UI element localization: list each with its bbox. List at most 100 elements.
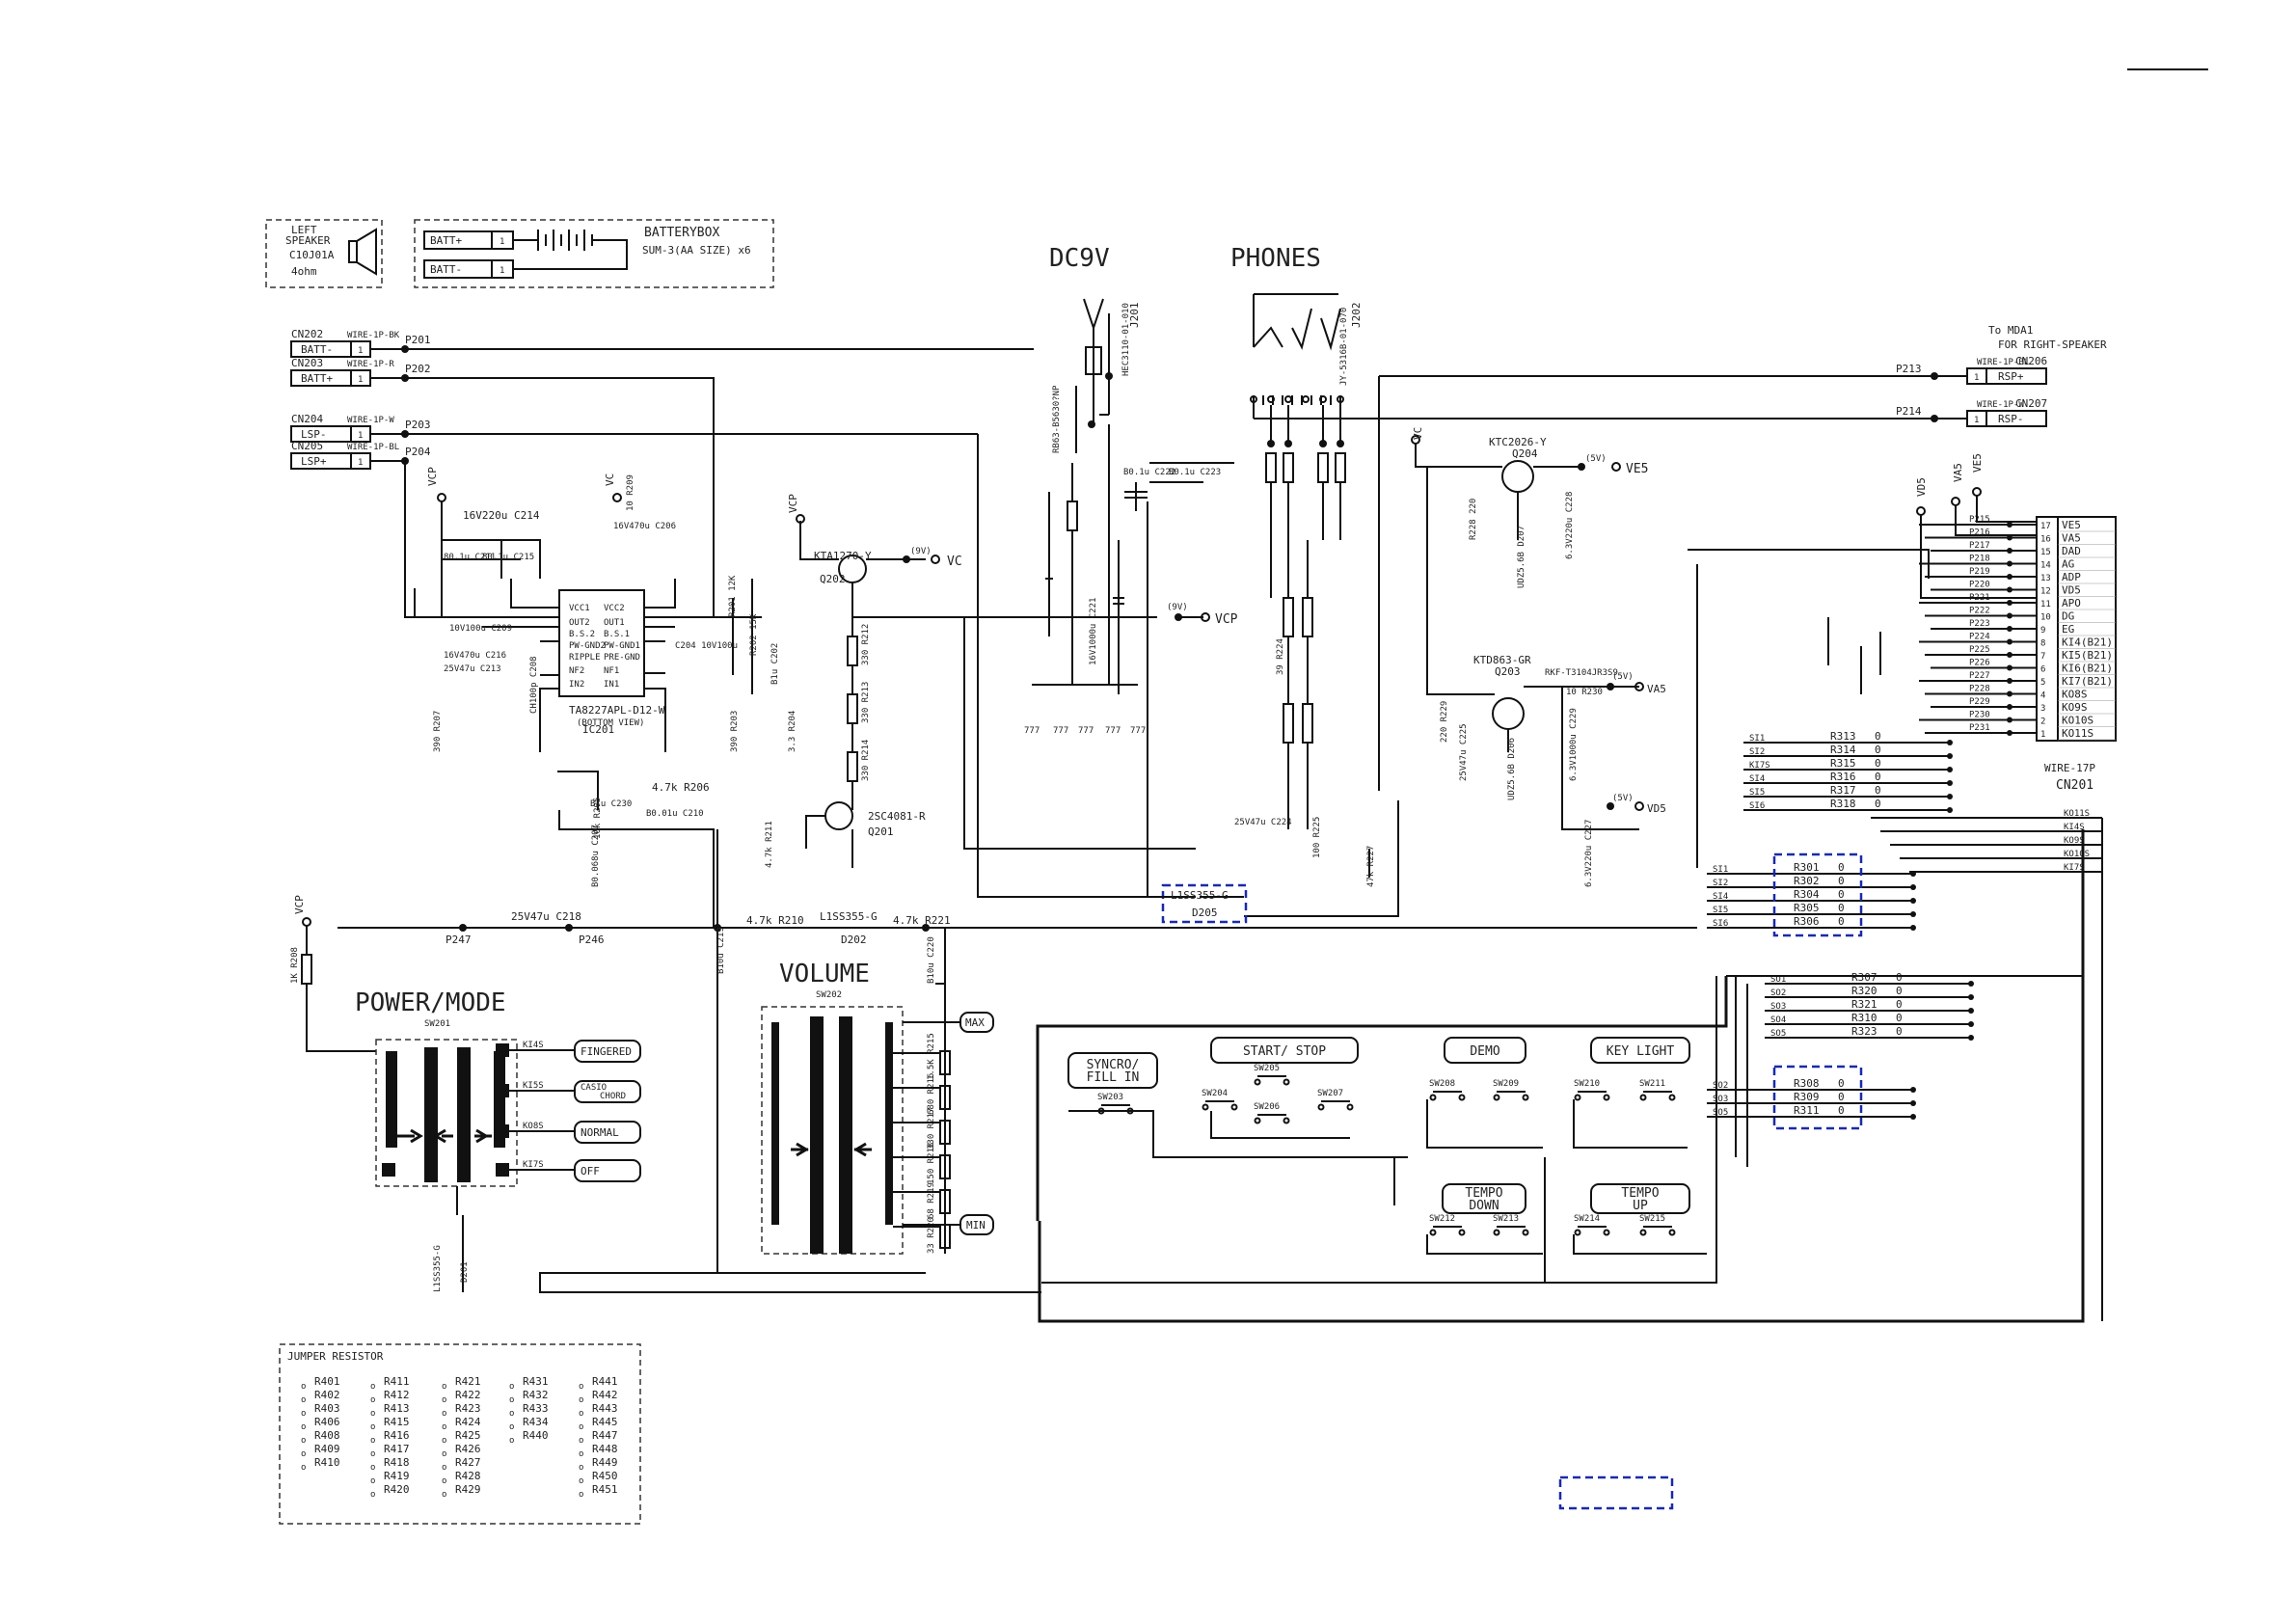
phones-ref: J202	[1350, 303, 1363, 329]
syncro-button[interactable]: SYNCRO/FILL IN	[1067, 1052, 1158, 1089]
cn201-pad: P218	[1969, 555, 1990, 564]
cn201-pin-label: KO10S	[2062, 715, 2093, 727]
svg-text:B.S.1: B.S.1	[604, 630, 630, 639]
power-mode-label: CASIO	[581, 1083, 607, 1093]
ko-label: KO11S	[2064, 809, 2090, 819]
phones-jack-symbol	[1250, 293, 1344, 405]
bank-resistor: R316	[1830, 771, 1856, 783]
jumper-resistor: R448	[592, 1443, 618, 1455]
bank-resistor: R315	[1830, 757, 1856, 770]
power-mode-label: OFF	[581, 1165, 600, 1177]
svg-text:100 R225: 100 R225	[1312, 817, 1322, 858]
jumper-resistor: R451	[592, 1483, 618, 1496]
speaker-line-1: LEFT	[291, 224, 317, 236]
connector-cn207: CN207 WIRE-1P-W 1 RSP- P214	[1254, 397, 2047, 427]
cn201-pad: P224	[1969, 633, 1990, 642]
jumper-resistor-block: JUMPER RESISTOR	[279, 1343, 641, 1525]
bank-resistor: R310	[1851, 1012, 1877, 1024]
svg-text:(5V): (5V)	[1612, 794, 1634, 803]
svg-text:4.7k R221: 4.7k R221	[893, 914, 951, 927]
jumper-symbol: o	[442, 1422, 446, 1432]
jumper-symbol: o	[301, 1436, 306, 1446]
switch-contact	[1574, 1094, 1581, 1101]
jumper-symbol: o	[579, 1436, 583, 1446]
jumper-resistor: R434	[523, 1416, 549, 1428]
svg-text:TEMPO: TEMPO	[1465, 1186, 1502, 1201]
jumper-symbol: o	[370, 1476, 375, 1486]
svg-text:VC: VC	[947, 555, 962, 569]
svg-text:C204 10V100u: C204 10V100u	[675, 641, 738, 651]
switch-label: SW214	[1574, 1214, 1600, 1224]
transistor-q202: KTA1270-Y Q202 VCP (9V) VC	[787, 494, 962, 617]
ko-label: KI7S	[2064, 863, 2085, 873]
cn201-pad-dot	[2007, 678, 2012, 684]
cn201-pad: P220	[1969, 581, 1990, 590]
battery-pin-minus: BATT-	[430, 263, 462, 276]
svg-text:777: 777	[1053, 726, 1068, 736]
svg-text:RB63-B5630?NP: RB63-B5630?NP	[1052, 385, 1062, 453]
volume-min-label: MIN	[959, 1214, 994, 1235]
connector-cn201: WIRE-17P CN201	[2036, 516, 2117, 793]
bank-net-label: SI5	[1713, 906, 1728, 915]
cn201-pad: P230	[1969, 711, 1990, 720]
demo-button[interactable]: DEMO	[1444, 1037, 1526, 1064]
svg-text:4.7k R210: 4.7k R210	[746, 914, 804, 927]
switch-label: SW206	[1254, 1102, 1280, 1112]
cn201-pad: P215	[1969, 515, 1990, 525]
bank-net-label: SI6	[1749, 801, 1765, 811]
bank-resistor-value: 0	[1875, 757, 1881, 770]
svg-text:6.3V220u C228: 6.3V220u C228	[1565, 492, 1575, 559]
jumper-resistor: R401	[314, 1375, 340, 1388]
svg-text:Q203: Q203	[1495, 665, 1521, 678]
bank-net-label: SO2	[1713, 1081, 1728, 1091]
bank-net-label: SI1	[1749, 734, 1765, 744]
jumper-symbol: o	[579, 1476, 583, 1486]
bank-net-label: SO4	[1770, 1015, 1786, 1025]
svg-text:777: 777	[1105, 726, 1121, 736]
key-light-button[interactable]: KEY LIGHT	[1590, 1037, 1690, 1064]
svg-text:777: 777	[1024, 726, 1040, 736]
svg-text:IC201: IC201	[582, 723, 614, 736]
cn201-pin-num: 9	[2040, 626, 2045, 636]
bank-resistor-value: 0	[1896, 1012, 1903, 1024]
svg-text:P213: P213	[1896, 363, 1922, 375]
volume-max-label: MAX	[959, 1012, 994, 1033]
cn201-pad-dot	[2007, 612, 2012, 619]
cn201-pad-dot	[2007, 560, 2012, 567]
switch-contact	[1254, 1078, 1261, 1086]
diode-d201: L1SS355-G D201	[433, 1186, 470, 1292]
bank-net-label: SO5	[1770, 1029, 1786, 1039]
power-mode-block: POWER/MODE SW201	[355, 988, 518, 1187]
bank-resistor: R301	[1794, 861, 1820, 874]
svg-text:10V100u C209: 10V100u C209	[449, 624, 512, 634]
svg-text:LSP-: LSP-	[301, 428, 327, 441]
svg-text:1: 1	[500, 266, 504, 276]
jumper-resistor: R406	[314, 1416, 340, 1428]
svg-text:WIRE-1P-W: WIRE-1P-W	[1977, 400, 2024, 410]
cn201-pad: P217	[1969, 541, 1990, 551]
svg-text:KEY LIGHT: KEY LIGHT	[1607, 1044, 1675, 1059]
svg-text:B0.1u C223: B0.1u C223	[1169, 468, 1221, 477]
jumper-resistor: R419	[384, 1470, 410, 1482]
jumper-symbol: o	[579, 1449, 583, 1459]
jumper-symbol: o	[442, 1490, 446, 1500]
bank-node	[1968, 1035, 1974, 1041]
jumper-resistor: R441	[592, 1375, 618, 1388]
jumper-symbol: o	[370, 1449, 375, 1459]
switch-label: SW205	[1254, 1064, 1280, 1073]
cn201-pad-dot	[2007, 704, 2012, 710]
jumper-symbol: o	[579, 1490, 583, 1500]
bank-node	[1947, 767, 1953, 772]
switch-contact	[1230, 1103, 1238, 1111]
battery-title: BATTERYBOX	[644, 226, 719, 240]
diode-d202: L1SS355-G D202 4.7k R210 4.7k R221	[338, 910, 1697, 946]
start-stop-button[interactable]: START/ STOP	[1210, 1037, 1359, 1064]
jumper-symbol: o	[370, 1395, 375, 1405]
svg-text:16V1000u C221: 16V1000u C221	[1089, 598, 1098, 665]
cn201-pin-num: 10	[2040, 613, 2051, 623]
svg-text:LSP+: LSP+	[301, 455, 327, 468]
